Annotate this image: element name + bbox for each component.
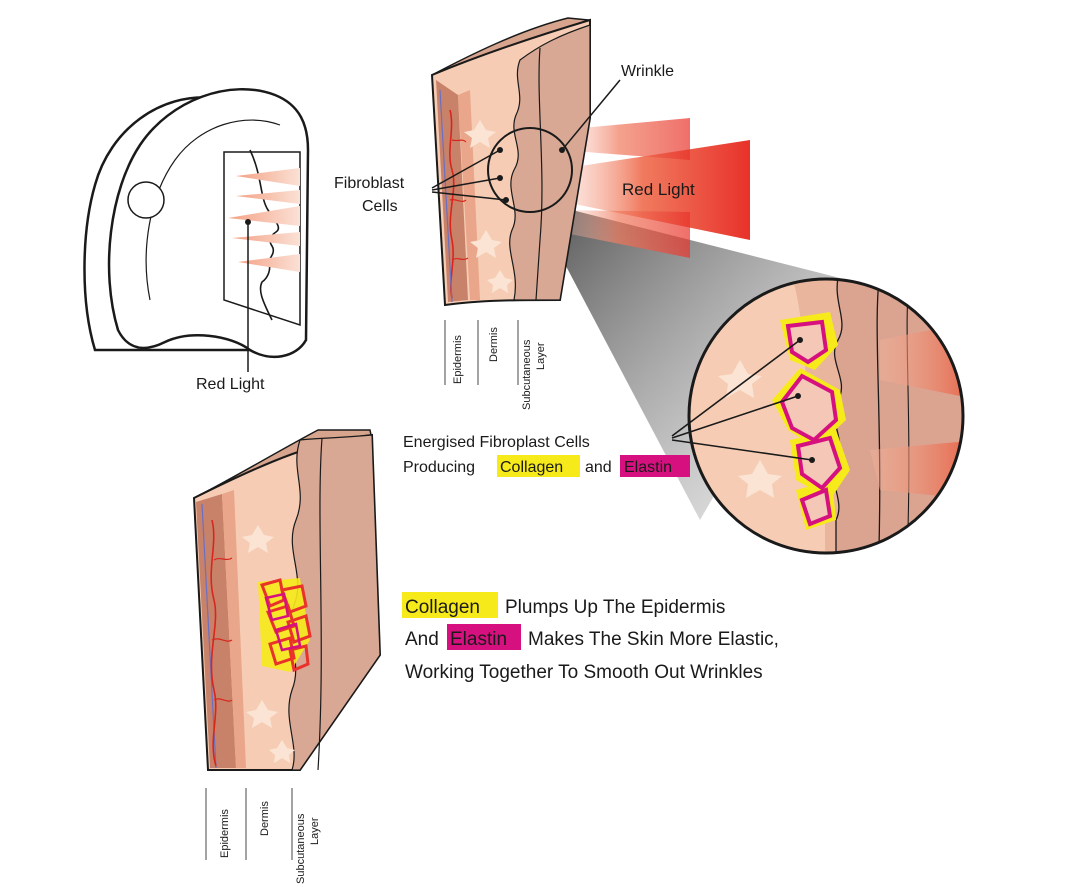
top-layer-epidermis: Epidermis [452,335,464,384]
helmet-red-light-label: Red Light [196,376,265,393]
fibroblast-label-line1: Fibroblast [334,175,405,192]
bottom-layer-epidermis: Epidermis [219,809,231,858]
bottom-layer-dermis: Dermis [259,801,271,836]
zoom-caption-prefix: Producing [403,459,475,476]
zoom-cone [548,210,840,520]
wrinkle-pointer [561,79,621,151]
bottom-epidermis-band [196,494,236,768]
caption-line2-prefix: And [405,629,439,650]
zoom-caption-elastin: Elastin [624,459,672,476]
bottom-layer-labels: Epidermis Dermis Subcutaneous Layer [205,788,321,884]
zoom-circle-border [687,277,965,555]
dermis-band [458,90,480,300]
blue-vessel [439,89,453,303]
helmet-inner-line [145,119,281,301]
skin-block-top: Wrinkle Fibroblast Cells Red Light Epide… [334,17,840,520]
bottom-collagen-elastin-cluster [258,578,312,673]
caption-line1-rest: Plumps Up The Epidermis [505,597,725,618]
beam-red-light-label: Red Light [622,180,695,199]
fibroblast-label-line2: Cells [362,198,398,215]
skin-block-bottom: Epidermis Dermis Subcutaneous Layer [192,429,382,884]
ear-circle [127,181,165,219]
magnifier-circle [487,127,573,213]
blood-vessel-branches [449,139,469,261]
fibroblast-stars [464,120,513,293]
top-layer-labels: Epidermis Dermis Subcutaneous Layer [444,320,547,410]
zoom-caption-and: and [585,459,612,476]
fibroblast-pointer-3 [431,191,507,201]
bottom-caption: Collagen Plumps Up The Epidermis And Ela… [402,592,779,683]
zoom-pointer-3 [671,439,813,461]
zoom-caption-line1: Energised Fibroplast Cells [403,434,590,451]
bottom-layer-subcutaneous: Subcutaneous [295,813,307,884]
zoom-collagen-highlight [497,455,580,477]
caption-elastin-highlight [447,624,521,650]
face-profile [249,149,280,321]
zoom-caption: Energised Fibroplast Cells Producing Col… [403,434,690,477]
caption-elastin-word: Elastin [450,629,507,650]
bottom-blood-vessel [210,519,217,767]
red-light-pointer-dot [245,219,251,225]
bottom-fibroblast-stars [242,525,295,763]
bottom-layer-layer: Layer [309,817,321,845]
zoom-pointer-1 [671,339,801,437]
zoom-elastin-highlight [620,455,690,477]
caption-collagen-word: Collagen [405,597,480,618]
fibroblast-pointer-1 [431,149,501,189]
bottom-blood-vessel-branches [211,557,233,702]
top-layer-subcutaneous: Subcutaneous [521,339,533,410]
fibroblast-pointer-2 [431,177,501,191]
red-light-beam [555,118,750,258]
bottom-blue-vessel [201,503,217,769]
blood-vessel-1 [449,109,455,299]
top-layer-dermis: Dermis [488,327,500,362]
zoom-elastin-cells [779,319,843,527]
helmet-figure: Red Light [83,88,310,393]
zoom-circle [671,277,965,555]
zoom-caption-collagen: Collagen [500,459,563,476]
bottom-subcutaneous-line [317,437,323,771]
helmet-light-beams [228,168,300,272]
caption-line3: Working Together To Smooth Out Wrinkles [405,662,763,683]
epidermis-band [436,80,468,302]
zoom-pointer-2 [671,395,799,439]
subcutaneous-line [535,47,543,301]
caption-line2-rest: Makes The Skin More Elastic, [528,629,779,650]
top-layer-layer: Layer [535,342,547,370]
wrinkle-label: Wrinkle [621,63,674,80]
wrinkle-dot [559,147,565,153]
caption-collagen-highlight [402,592,498,618]
